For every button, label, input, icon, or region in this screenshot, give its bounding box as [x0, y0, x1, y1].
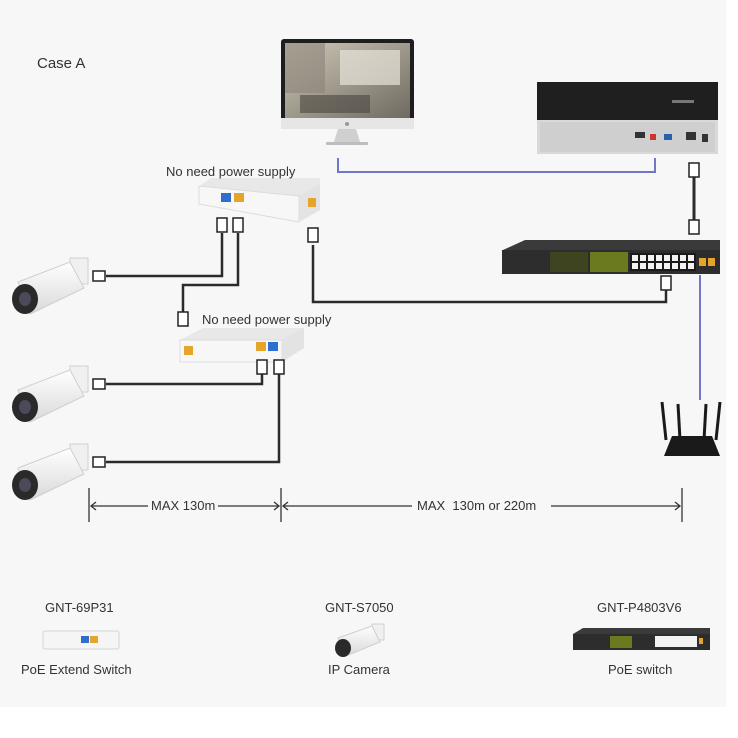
legend-model-camera: GNT-S7050 [325, 600, 394, 615]
no-power-note-top: No need power supply [166, 164, 296, 179]
rj45-connectors [92, 217, 672, 468]
distance-markers [88, 488, 683, 522]
poe-switch [502, 240, 720, 274]
distance-label-left: MAX 130m [151, 498, 216, 513]
ip-camera-3 [12, 443, 89, 501]
poe-extender-mid [179, 328, 304, 363]
legend-model-switch: GNT-P4803V6 [597, 600, 682, 615]
legend-desc-camera: IP Camera [328, 662, 390, 677]
ip-camera-icon [335, 623, 385, 657]
uplink-cables [337, 158, 701, 400]
nvr-recorder [537, 82, 718, 154]
poe-extend-switch-icon [42, 630, 120, 650]
distance-label-right: MAX 130m or 220m [417, 498, 537, 513]
wifi-router [660, 401, 722, 456]
ip-camera-1 [12, 257, 89, 315]
monitor [281, 39, 414, 145]
legend-model-extender: GNT-69P31 [45, 600, 114, 615]
legend-desc-switch: PoE switch [608, 662, 673, 677]
ip-camera-2 [12, 365, 89, 423]
case-label: Case A [37, 55, 86, 72]
no-power-note-mid: No need power supply [202, 312, 332, 327]
legend-desc-extender: PoE Extend Switch [21, 662, 132, 677]
ethernet-cables [106, 233, 668, 464]
poe-extender-top [198, 178, 320, 223]
poe-switch-icon [573, 628, 710, 650]
nvr-switch-cable [688, 162, 700, 235]
